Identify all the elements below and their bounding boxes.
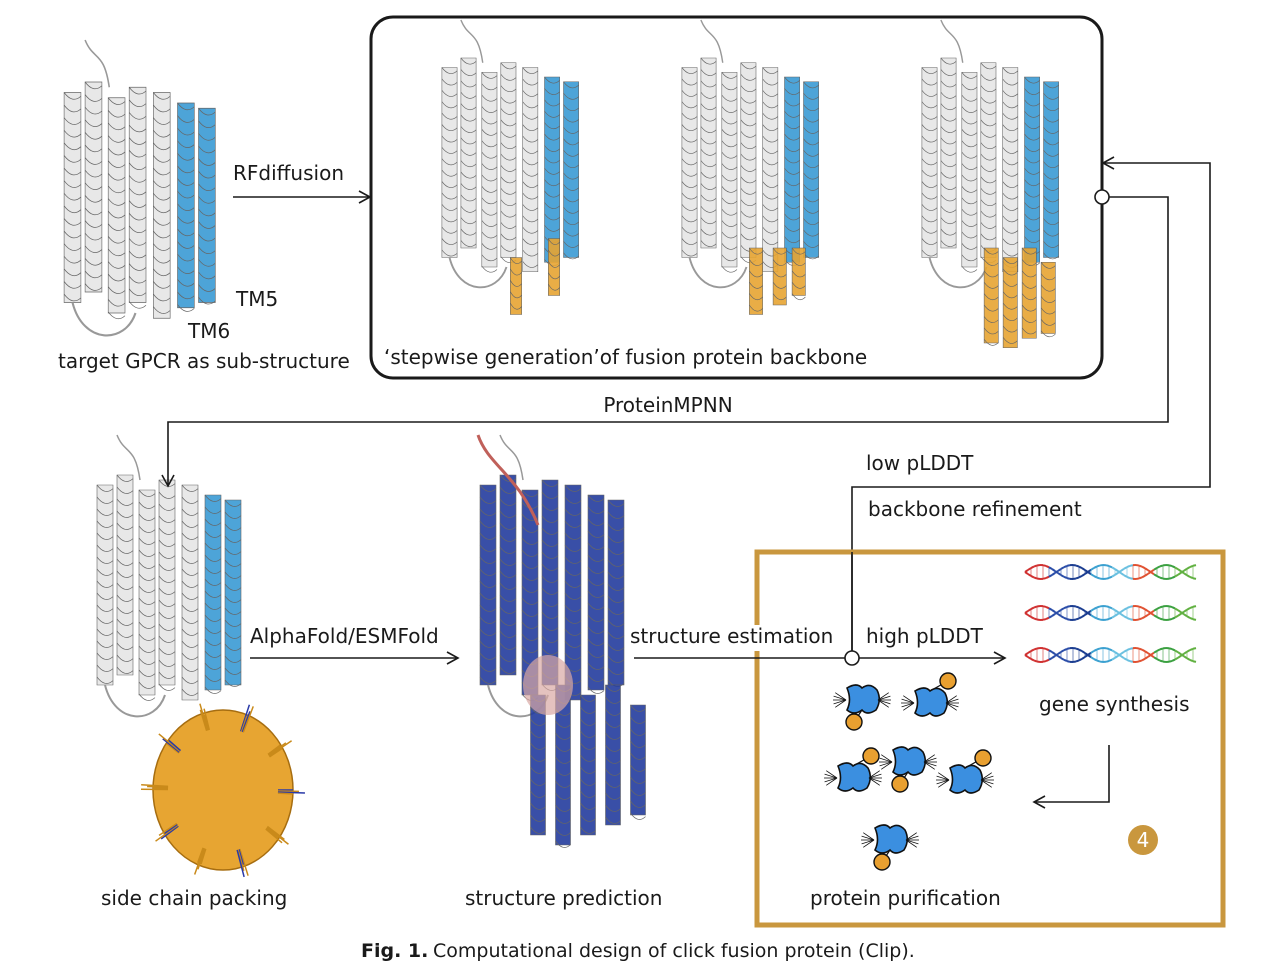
n-terminal-tail: [460, 19, 484, 63]
synthesis-to-purification-arrow: [1032, 745, 1110, 809]
dna-helix: [1024, 564, 1197, 580]
gene-synthesis-label: gene synthesis: [1039, 692, 1190, 716]
clip-protein-icon: [861, 824, 919, 871]
experimental-stage-box: [754, 549, 1226, 928]
click-tag: [862, 747, 880, 765]
tm5-label: TM5: [235, 287, 278, 311]
high-plddt-label: high pLDDT: [866, 624, 984, 648]
generation-step-2: [681, 19, 819, 315]
side-chain-packing-structure: [96, 434, 305, 878]
protein-body: [845, 684, 881, 714]
protein-body: [913, 687, 949, 717]
proteinmpnn-label: ProteinMPNN: [603, 393, 732, 417]
generation-step-1: [441, 19, 579, 315]
backbone-refinement-label: backbone refinement: [868, 497, 1082, 521]
target-gpcr-label: target GPCR as sub-structure: [58, 349, 350, 373]
step-badge-number: 4: [1137, 828, 1150, 852]
n-terminal-tail: [700, 19, 724, 63]
dna-strands: [1024, 564, 1197, 663]
purified-proteins: [824, 672, 994, 871]
step-badge: [1128, 825, 1158, 855]
n-terminal-tail: [940, 19, 964, 63]
protein-body: [873, 824, 909, 854]
click-tag: [974, 749, 992, 767]
generation-step-3: [921, 19, 1059, 349]
n-terminal-tail: [116, 434, 141, 481]
protein-structures: [63, 19, 1059, 878]
predicted-structure: [476, 434, 646, 848]
low-plddt-label: low pLDDT: [866, 451, 974, 475]
click-tag: [873, 853, 891, 871]
low-confidence-tail: [476, 434, 540, 526]
click-tag: [939, 672, 957, 690]
proteinmpnn-connector: [161, 196, 1169, 488]
tm6-label: TM6: [187, 319, 230, 343]
n-terminal-tail: [499, 434, 524, 481]
dna-helix: [1024, 605, 1197, 621]
structure-prediction-label: structure prediction: [465, 886, 662, 910]
structure-estimation-label: structure estimation: [630, 624, 833, 648]
caption-text: Computational design of click fusion pro…: [433, 940, 915, 962]
alphafold-label: AlphaFold/ESMFold: [250, 624, 439, 648]
target-gpcr-structure: [63, 39, 216, 337]
branch-node-top: [1094, 189, 1110, 205]
n-terminal-tail: [84, 39, 111, 88]
branch-node-bottom: [844, 650, 860, 666]
dna-helix: [1024, 647, 1197, 663]
clip-protein-icon: [824, 747, 882, 792]
clip-protein-icon: [879, 746, 937, 793]
stepwise-generation-label: ‘stepwise generation’of fusion protein b…: [384, 345, 867, 369]
protein-body: [836, 762, 872, 792]
side-chain-packing-label: side chain packing: [101, 886, 287, 910]
clip-protein-icon: [936, 749, 994, 794]
rfdiffusion-label: RFdiffusion: [233, 161, 344, 185]
protein-body: [891, 746, 927, 776]
protein-purification-label: protein purification: [810, 886, 1001, 910]
clip-protein-icon: [833, 684, 891, 731]
refinement-feedback-arrow: [851, 156, 1211, 651]
caption-figure-number: Fig. 1.: [361, 940, 428, 962]
click-tag: [891, 775, 909, 793]
protein-body: [948, 764, 984, 794]
click-tag: [845, 713, 863, 731]
clip-protein-icon: [901, 672, 959, 717]
